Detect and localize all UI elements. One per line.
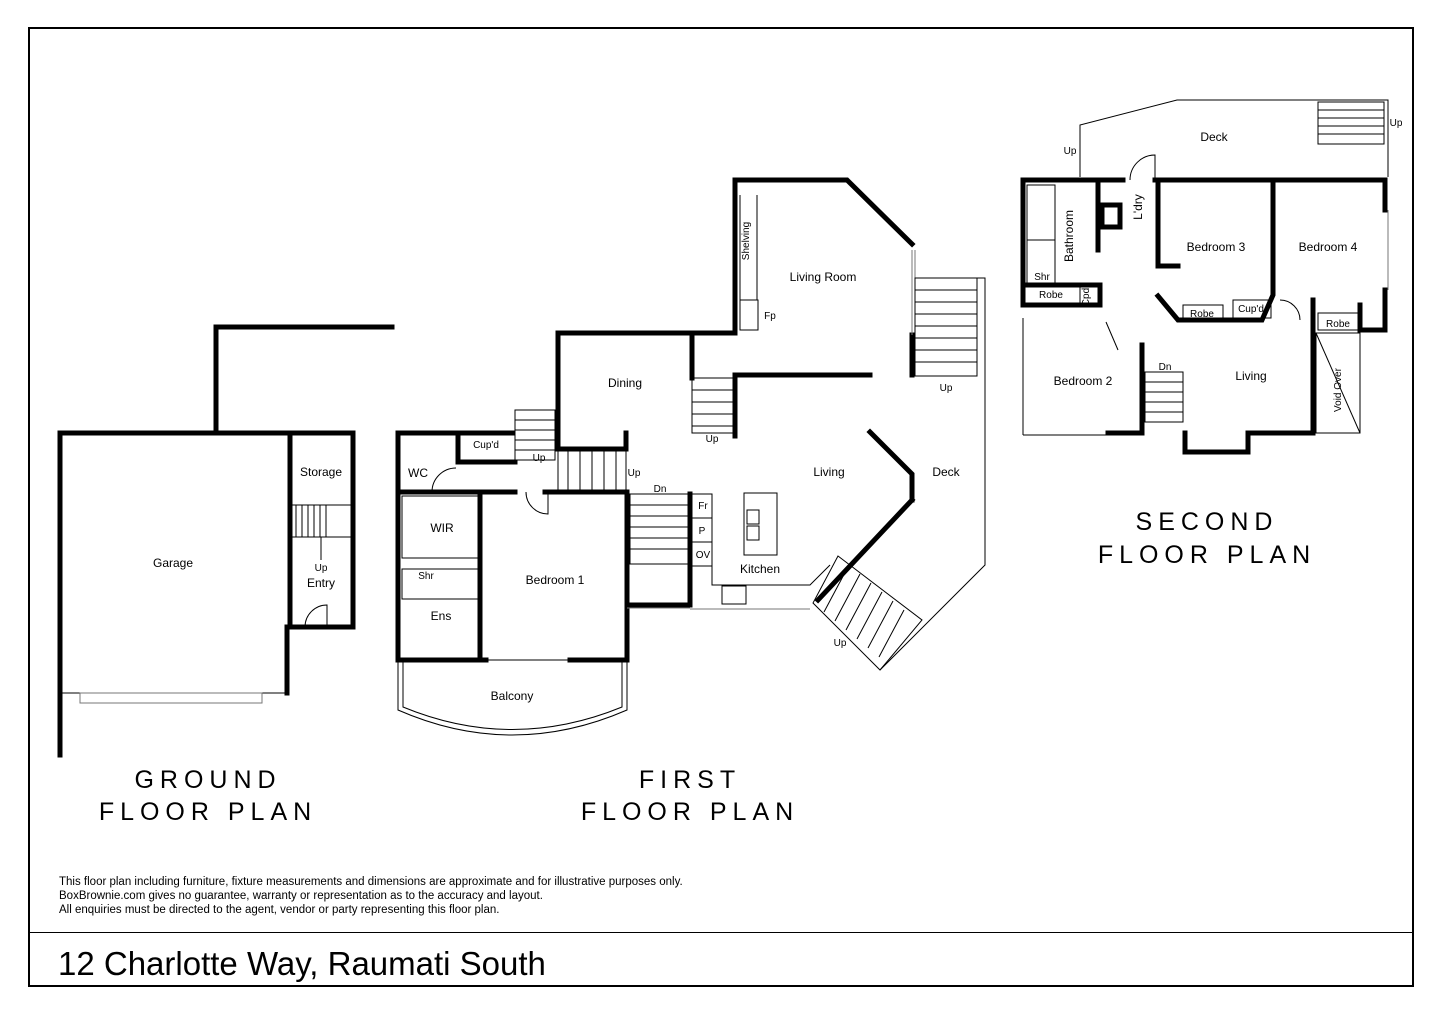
wc-label: WC <box>408 466 428 480</box>
void-over-label: Void Over <box>1333 367 1344 412</box>
disclaimer-line-1: This floor plan including furniture, fix… <box>59 876 683 888</box>
outside-stair-up-label: Up <box>834 638 847 649</box>
footer-divider <box>28 932 1414 933</box>
property-address: 12 Charlotte Way, Raumati South <box>58 945 546 982</box>
second-deck-up-left-label: Up <box>1064 146 1077 157</box>
first-title-line1: FIRST <box>639 766 741 794</box>
second-floor-plan: Deck Up Up Bathroom Shr L'dry Bedroom 3 … <box>1020 99 1403 569</box>
bathroom-shower-label: Shr <box>1034 272 1050 283</box>
hall-stair-up-label: Up <box>628 468 641 479</box>
storage-label: Storage <box>300 465 342 479</box>
wc-stair-up-label: Up <box>533 453 546 464</box>
ground-floor-plan: Garage Storage Up Entry GROUND FLOOR PLA… <box>57 324 395 826</box>
cupboard-cpd-label: Cpd <box>1081 288 1092 306</box>
bedroom-1-label: Bedroom 1 <box>526 573 585 587</box>
balcony-outline <box>397 660 628 736</box>
ground-title-line2: FLOOR PLAN <box>99 798 317 826</box>
ensuite-label: Ens <box>431 609 452 623</box>
second-title-line1: SECOND <box>1136 508 1279 536</box>
ensuite-shower-label: Shr <box>418 571 434 582</box>
first-cupboard-label: Cup'd <box>473 440 499 451</box>
first-stair-down-label: Dn <box>654 484 667 495</box>
sheet-border <box>28 27 1414 987</box>
second-living-label: Living <box>1235 369 1266 383</box>
ground-stair <box>290 504 352 560</box>
garage-label: Garage <box>153 556 193 570</box>
oven-label: OV <box>696 550 711 561</box>
robe-1-label: Robe <box>1039 290 1063 301</box>
ground-title-line1: GROUND <box>134 766 281 794</box>
second-cupboard-label: Cup'd <box>1238 304 1264 315</box>
second-deck-label: Deck <box>1200 130 1228 144</box>
deck-stair-up-label: Up <box>940 383 953 394</box>
bedroom-4-label: Bedroom 4 <box>1299 240 1358 254</box>
ground-stair-up-label: Up <box>315 563 328 574</box>
entry-label: Entry <box>307 576 335 590</box>
shelving-label: Shelving <box>741 222 752 260</box>
second-deck-up-right-label: Up <box>1390 118 1403 129</box>
bedroom-3-label: Bedroom 3 <box>1187 240 1246 254</box>
fridge-label: Fr <box>698 501 708 512</box>
disclaimer: This floor plan including furniture, fix… <box>59 875 683 917</box>
wir-label: WIR <box>430 521 454 535</box>
fireplace-label: Fp <box>764 311 776 322</box>
balcony-label: Balcony <box>491 689 534 703</box>
second-title-line2: FLOOR PLAN <box>1098 541 1316 569</box>
living-label: Living <box>813 465 844 479</box>
disclaimer-line-2: BoxBrownie.com gives no guarantee, warra… <box>59 890 543 902</box>
first-deck-label: Deck <box>932 465 960 479</box>
second-deck-outline <box>1079 99 1389 177</box>
disclaimer-line-3: All enquiries must be directed to the ag… <box>59 904 500 916</box>
robe-2-label: Robe <box>1190 309 1214 320</box>
first-title-line2: FLOOR PLAN <box>581 798 799 826</box>
bathroom-label: Bathroom <box>1062 210 1076 262</box>
dining-label: Dining <box>608 376 642 390</box>
laundry-label: L'dry <box>1131 194 1145 220</box>
robe-3-label: Robe <box>1326 319 1350 330</box>
bedroom-2-label: Bedroom 2 <box>1054 374 1113 388</box>
first-deck-outline <box>879 277 986 671</box>
pantry-label: P <box>699 526 706 537</box>
kitchen-label: Kitchen <box>740 562 780 576</box>
living-room-label: Living Room <box>790 270 857 284</box>
living-room-stair-up-label: Up <box>706 434 719 445</box>
first-floor-plan: Living Room Shelving Fp Dining Living Ki… <box>395 177 986 826</box>
second-stair-down-label: Dn <box>1159 362 1172 373</box>
first-floor-stairs <box>514 277 978 671</box>
